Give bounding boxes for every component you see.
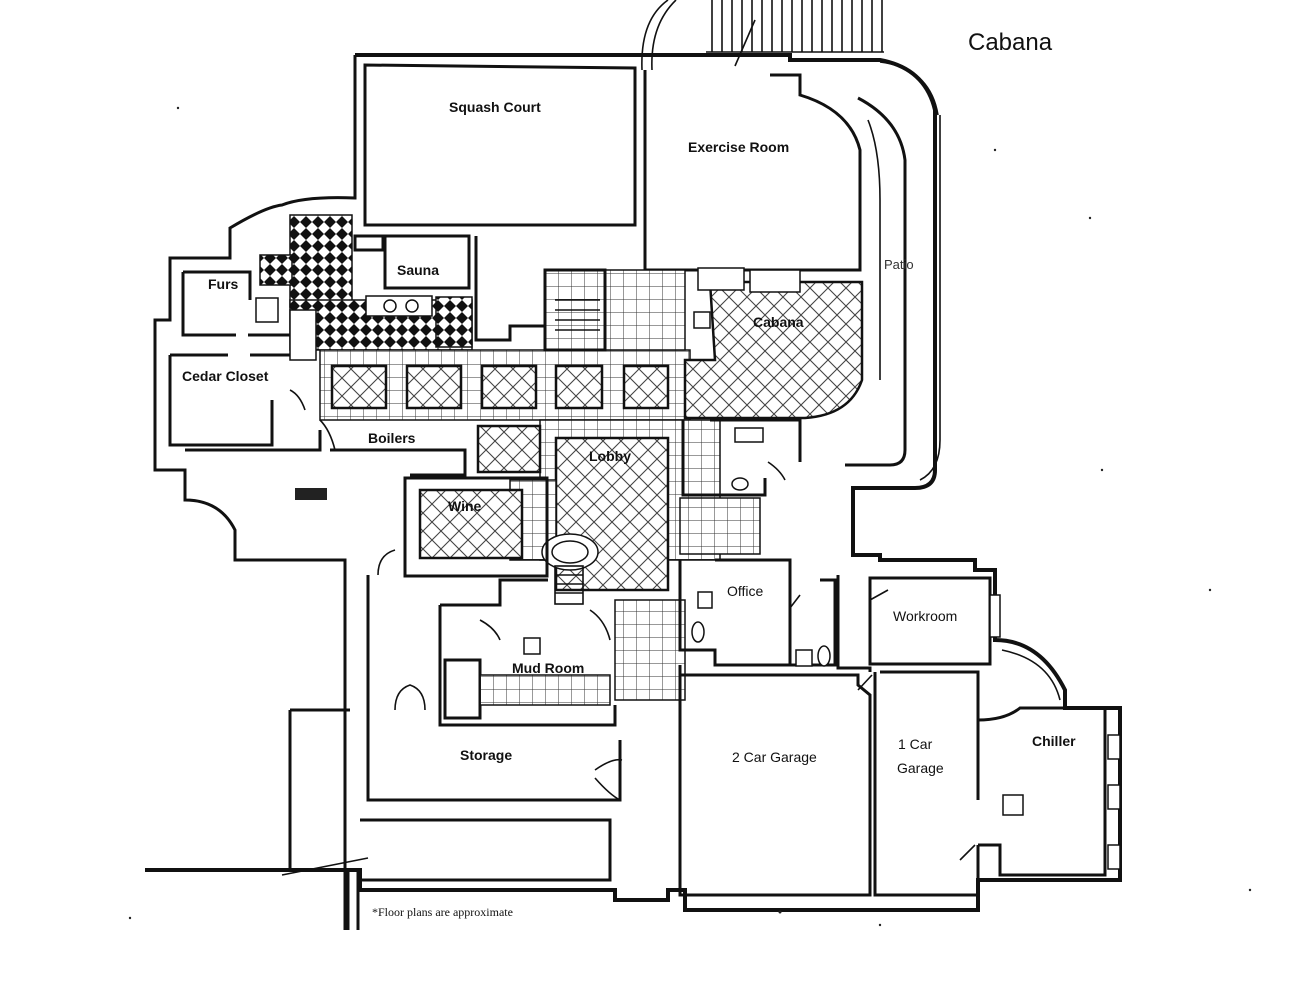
- patio-wall: [852, 61, 941, 555]
- gallery-corridor: [319, 349, 691, 421]
- label-boilers: Boilers: [368, 430, 416, 446]
- label-patio: Patio: [884, 257, 914, 272]
- workroom: [836, 575, 1001, 672]
- label-storage: Storage: [460, 747, 512, 763]
- garages: [678, 665, 980, 897]
- scan-specks: [128, 106, 1252, 927]
- label-exercise-room: Exercise Room: [688, 139, 789, 155]
- entry-stair: [541, 533, 599, 605]
- mud-room: [438, 578, 617, 727]
- label-office: Office: [727, 583, 764, 599]
- label-one-car-garage-line2: Garage: [897, 760, 944, 776]
- storage-doors: [377, 549, 623, 801]
- label-cedar-closet: Cedar Closet: [182, 368, 269, 384]
- cabana-room: [683, 267, 864, 420]
- label-chiller: Chiller: [1032, 733, 1076, 749]
- chiller-room: [959, 649, 1121, 877]
- label-wine: Wine: [448, 498, 482, 514]
- footnote: *Floor plans are approximate: [372, 905, 513, 919]
- label-workroom: Workroom: [893, 608, 957, 624]
- sauna-area: [259, 214, 545, 361]
- label-squash-court: Squash Court: [449, 99, 541, 115]
- label-two-car-garage: 2 Car Garage: [732, 749, 817, 765]
- label-lobby: Lobby: [589, 448, 631, 464]
- east-baths: [681, 418, 802, 497]
- wine-room: [403, 476, 549, 578]
- label-mud-room: Mud Room: [512, 660, 584, 676]
- top-stair: [641, 0, 884, 71]
- page-title: Cabana: [968, 29, 1053, 56]
- label-sauna: Sauna: [397, 262, 439, 278]
- label-cabana: Cabana: [753, 314, 804, 330]
- office-area: [678, 558, 837, 667]
- label-furs: Furs: [208, 276, 239, 292]
- label-one-car-garage-line1: 1 Car: [898, 736, 933, 752]
